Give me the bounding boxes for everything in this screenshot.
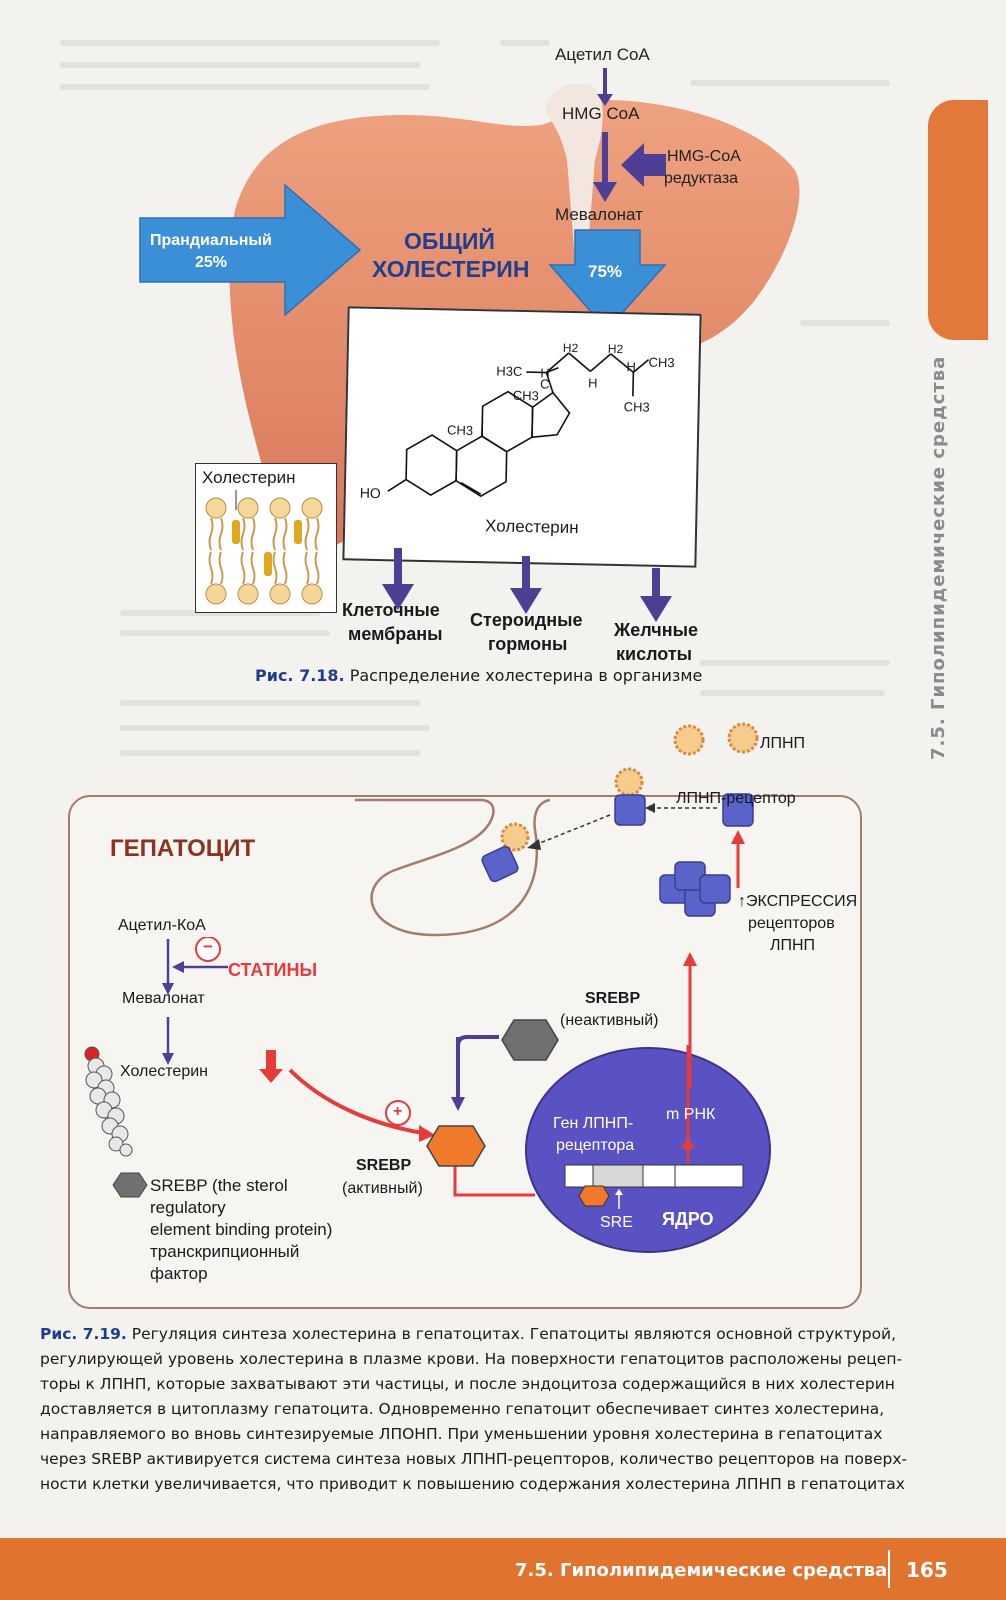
h-label-b: H — [587, 375, 598, 391]
synthesis-percent: 75% — [588, 262, 623, 281]
caption-719-number: Рис. 7.19. — [40, 1325, 127, 1343]
legend-line-5: фактор — [150, 1264, 208, 1283]
reductase-label-2: редуктаза — [664, 170, 739, 187]
ch3-d: CH3 — [623, 399, 650, 415]
out-bile-2: кислоты — [616, 644, 693, 664]
out-bile-1: Желчные — [614, 620, 698, 640]
ho-group: HO — [359, 484, 381, 502]
legend-line-3: element binding protein) — [150, 1220, 333, 1239]
ldl-label: ЛПНП — [760, 735, 806, 752]
cholesterol-hep: Холестерин — [120, 1063, 208, 1080]
expression-line-3: ЛПНП — [770, 937, 816, 954]
total-cholesterol-1: ОБЩИЙ — [404, 228, 495, 254]
hepatocyte-title: ГЕПАТОЦИТ — [110, 835, 256, 862]
pathway-arrows — [593, 68, 617, 202]
srebp-active-label-1: SREBP — [356, 1157, 412, 1174]
nucleus — [525, 1045, 771, 1253]
total-cholesterol-2: ХОЛЕСТЕРИН — [372, 256, 530, 282]
caption-719-line-7: ности клетки увеличивается, что приводит… — [40, 1475, 905, 1493]
ldl-particles — [500, 722, 759, 852]
sre-label: SRE — [600, 1214, 633, 1231]
membrane-label: Холестерин — [202, 468, 296, 487]
h-label-c: H — [626, 359, 637, 375]
srebp-inactive-label-2: (неактивный) — [560, 1012, 659, 1029]
plus-sign: + — [393, 1103, 403, 1120]
acetyl-coa-label: Ацетил СoA — [555, 45, 650, 64]
membrane-box: Холестерин — [195, 463, 337, 613]
out-steroids-1: Стероидные — [470, 610, 583, 630]
page-footer: 7.5. Гиполипидемические средства 165 — [0, 1538, 1006, 1600]
figure-718-caption: Рис. 7.18. Распределение холестерина в о… — [255, 666, 702, 685]
gene-label-2: рецептора — [556, 1137, 635, 1154]
prandial-arrow — [139, 183, 362, 317]
mrna-label: m РНК — [666, 1106, 716, 1123]
receptor-pathway-diagram — [355, 722, 759, 937]
expression-line-2: рецепторов — [748, 915, 835, 932]
chapter-side-label: 7.5. Гиполипидемические средства — [928, 355, 949, 760]
caption-719-line-6: через SREBP активируется система синтеза… — [40, 1450, 908, 1468]
caption-719-line-2: регулирующей уровень холестерина в плазм… — [40, 1350, 903, 1368]
ldl-receptors — [481, 793, 754, 883]
h2-a: H2 — [562, 340, 579, 356]
acetyl-coa-hep: Ацетил-КоА — [118, 917, 206, 934]
ch3-c: CH3 — [648, 354, 675, 371]
molecule-name: Холестерин — [484, 516, 579, 538]
lipid-bilayer — [205, 490, 323, 605]
prandial-label-2: 25% — [195, 254, 228, 271]
reductase-label-1: HMG-CoA — [667, 148, 741, 165]
output-arrows — [382, 548, 672, 622]
bile-duct — [545, 83, 603, 260]
caption-719-line-5: направляемого во вновь синтезируемые ЛПО… — [40, 1425, 883, 1443]
out-membranes-1: Клеточные — [342, 600, 440, 620]
ch3-b: CH3 — [512, 387, 540, 404]
footer-section: 7.5. Гиполипидемические средства — [515, 1560, 888, 1581]
figure-719-caption: Рис. 7.19. Регуляция синтеза холестерина… — [40, 1322, 908, 1497]
receptor-label: ЛПНП-рецептор — [676, 790, 796, 807]
h3c-group: H3C — [496, 363, 523, 379]
caption-719-line-1: Рис. 7.19. Регуляция синтеза холестерина… — [40, 1325, 897, 1343]
legend-hexagon — [112, 1172, 148, 1198]
page-number: 165 — [906, 1558, 948, 1582]
legend-line-1: SREBP (the sterol — [150, 1176, 288, 1195]
h2-b: H2 — [607, 341, 624, 357]
footer-divider — [888, 1550, 890, 1588]
statins-label: СТАТИНЫ — [228, 960, 318, 980]
mevalonate-hep: Мевалонат — [122, 990, 205, 1007]
synthesis-arrow — [548, 229, 667, 332]
nucleus-label: ЯДРО — [662, 1209, 714, 1229]
caption-719-line-3: торы к ЛПНП, которые захватывают эти час… — [40, 1375, 895, 1393]
reductase-arrow — [621, 143, 666, 187]
cholesterol-structure-box: HO CH3 CH3 H3C H C H2 H2 H H CH3 CH3 Хол… — [342, 306, 702, 568]
expression-line-1: ↑ЭКСПРЕССИЯ — [738, 893, 858, 910]
chapter-tab — [928, 100, 988, 340]
cholesterol-spacefill-model — [84, 1046, 133, 1157]
srebp-active-label-2: (активный) — [342, 1180, 423, 1197]
c-label-a: C — [539, 376, 550, 392]
mevalonate-label: Мевалонат — [555, 205, 643, 224]
legend-line-4: транскрипционный — [150, 1242, 300, 1261]
ch3-a: CH3 — [446, 422, 474, 438]
srebp-activation-arrows — [259, 1035, 535, 1197]
srebp-inactive-label-1: SREBP — [585, 990, 641, 1007]
caption-719-line-4: доставляется в цитоплазму гепатоцита. Од… — [40, 1400, 885, 1418]
hep-pathway-arrows — [162, 937, 228, 1065]
out-steroids-2: гормоны — [488, 634, 568, 654]
srebp-inactive-hexagon — [501, 1019, 559, 1061]
legend-line-2: regulatory — [150, 1198, 226, 1217]
hmg-coa-label: HMG CoA — [562, 104, 640, 123]
minus-sign: − — [203, 937, 213, 956]
caption-718-text: Распределение холестерина в организме — [344, 666, 703, 685]
caption-718-number: Рис. 7.18. — [255, 666, 345, 685]
srebp-active-hexagon — [426, 1125, 486, 1167]
gene-label-1: Ген ЛПНП- — [553, 1115, 634, 1132]
prandial-label-1: Прандиальный — [150, 232, 272, 249]
cholesterol-molecule — [387, 352, 650, 498]
out-membranes-2: мембраны — [348, 624, 443, 644]
mrna-to-receptor-arrow — [683, 952, 697, 1088]
receptor-cluster — [659, 861, 731, 917]
